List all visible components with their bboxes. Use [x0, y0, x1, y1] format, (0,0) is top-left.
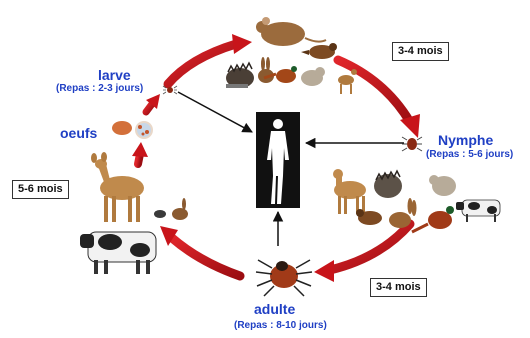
arrow-adulte-to-cow [172, 238, 240, 276]
hare-icon [258, 57, 274, 83]
bird-icon [301, 43, 337, 59]
arrow-larve-to-human [178, 92, 252, 132]
meal-label-larve: (Repas : 2-3 jours) [56, 84, 143, 94]
hare-icon [172, 198, 188, 220]
hedgehog-icon [226, 63, 254, 88]
human-silhouette-icon [256, 112, 300, 208]
arrow-oeufs-to-larve [146, 104, 152, 112]
larva-tick-icon [163, 86, 177, 94]
meal-label-nymphe: (Repas : 5-6 jours) [426, 150, 513, 160]
arrow-nymphe-to-adulte [330, 224, 410, 270]
deer-icon [333, 169, 366, 214]
arrow-head [232, 34, 252, 54]
bird-icon [356, 209, 382, 225]
rabbit-icon [301, 67, 325, 86]
adult-tick-icon [256, 260, 312, 296]
pheasant-icon [412, 206, 454, 232]
duration-box-bottom-right: 3-4 mois [370, 278, 427, 297]
nymphe-host-group [333, 169, 500, 232]
duration-box-left: 5-6 mois [12, 180, 69, 199]
arrow-head [132, 142, 148, 157]
eggs-icon [112, 121, 153, 139]
stage-label-larve: larve [98, 68, 131, 82]
meal-label-adulte: (Repas : 8-10 jours) [234, 321, 327, 331]
deer-icon [338, 69, 357, 94]
mouse-icon [256, 17, 326, 46]
duration-box-top-right: 3-4 mois [392, 42, 449, 61]
nymph-tick-icon [402, 137, 422, 151]
cow-icon [80, 232, 156, 274]
arrow-top-to-nymphe [338, 60, 410, 122]
hedgehog-icon [374, 171, 402, 198]
arrow-head [314, 260, 334, 282]
stage-label-oeufs: oeufs [60, 126, 97, 140]
adulte-host-group [80, 152, 188, 274]
stage-label-adulte: adulte [254, 302, 295, 316]
larve-host-group [226, 17, 357, 94]
arrow-larve-to-mouse [168, 44, 236, 84]
cow-icon [456, 200, 500, 222]
stage-label-nymphe: Nymphe [438, 133, 493, 147]
hedgehog-icon [154, 210, 166, 218]
rabbit-icon [429, 175, 456, 196]
